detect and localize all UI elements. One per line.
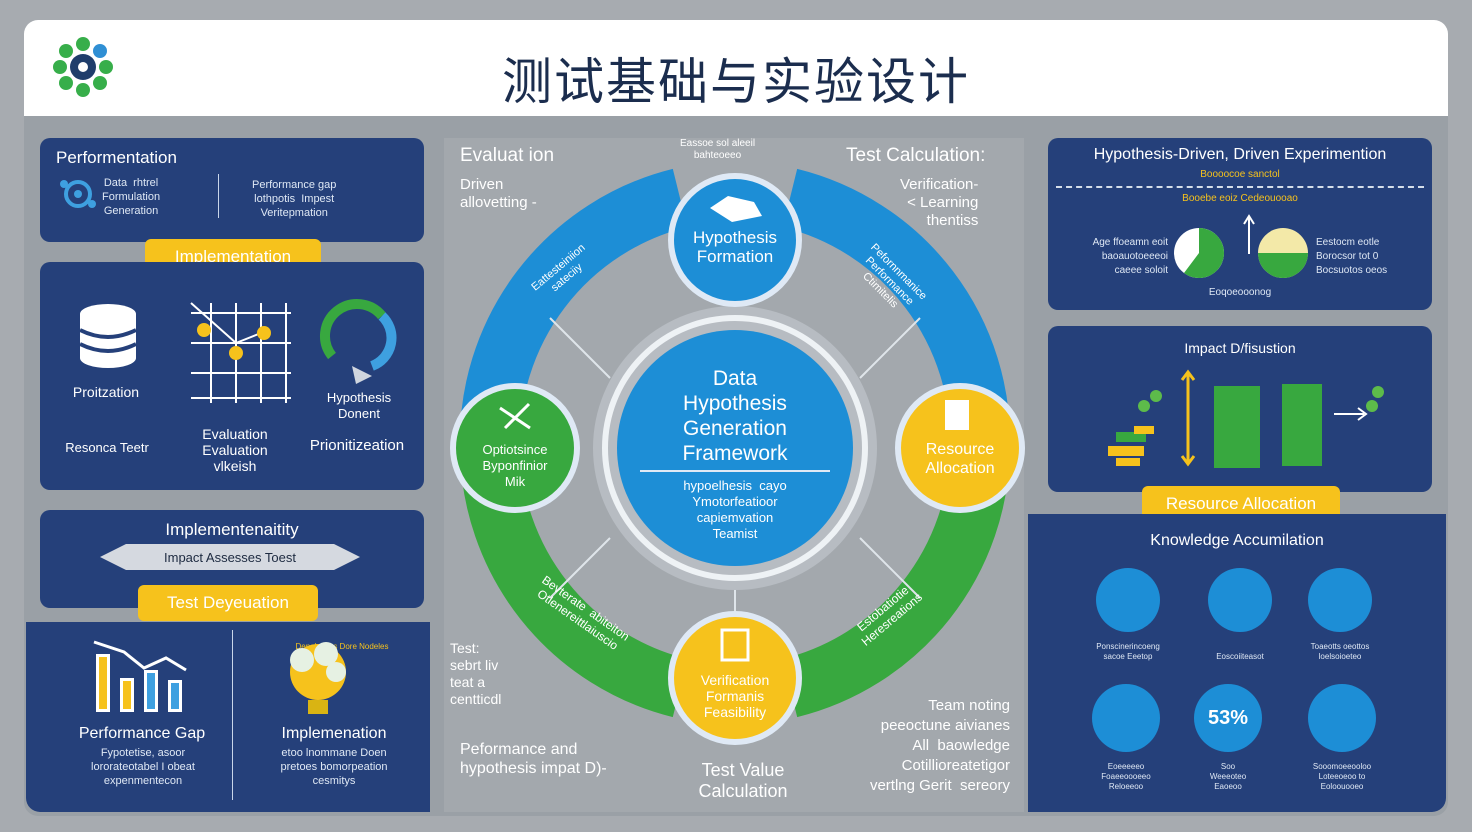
item-label: Proitzation [72,384,140,400]
top-small-text: Eassoe sol aleeil bahteoeeo [680,138,756,161]
left-text: Age ffoeamn eoit baoauotoeeeoi caeee sol… [1092,237,1168,276]
panel-text: Performance gap lothpotis Impest Veritep… [252,179,337,219]
left-panel-prioritization: Proitzation Hypothesis Donent Resonca Te… [40,262,424,490]
panel-title: Implementenaitity [165,520,299,539]
bottom-text: Eoqoeooonog [1208,287,1272,298]
left-panel-performentation: Performentation Data rhtrel Formulation … [40,138,424,242]
sub-label: Resonca Teetr [65,440,149,455]
panel-text: Data rhtrel Formulation Generation [102,177,161,217]
col-title: Performance Gap [78,725,206,742]
icon-caption: Soo Weeeoteo Eaoeoo [1209,762,1247,791]
node-hypothesis-formation: Hypothesis Formation [692,228,778,266]
panel-title: Performentation [56,148,177,167]
col-title: Implemenation [281,725,387,742]
network-grid-icon [190,302,291,403]
evaluation-text: Driven allovetting - [460,176,537,211]
core-title: Data Hypothesis Generation Framework [682,367,788,465]
left-panel-performance-gap: Performance Gap Fypotetise, asoor lorora… [26,622,430,812]
icon-caption: Sooomoeeooloo Loteeoeoo to Eoloouooeo [1312,762,1372,791]
panel-title: Knowledge Accumilation [1150,532,1324,549]
database-icon [79,304,137,368]
divider [218,174,219,218]
cycle-diagram [450,168,1025,745]
right-panel-experimention: Hypothesis-Driven, Driven Experimention … [1048,138,1432,310]
sub-label: Evaluation Evaluation vlkeish [202,426,268,474]
sub-label: Prionitizeation [309,437,405,454]
right-panel-impact: Impact D/fisustion [1048,326,1432,492]
panel-title: Hypothesis-Driven, Driven Experimention [1093,146,1387,163]
node-verification: Verification Formanis Feasibility [700,672,770,720]
test-value-calculation: Test Value Calculation [698,760,788,801]
icon-caption: Ponscinerincoeng sacoe Eeetop [1096,642,1160,661]
core-text: hypoelhesis cayo Ymotorfeatioor capiemva… [683,478,787,541]
percentage-value: 53% [1207,707,1249,729]
icon-caption: Eoeeeeeo Foaeeoooeeo Reloeeoo [1101,762,1151,791]
evaluation-title: Evaluat ion [460,145,555,166]
icon-caption: Toaeotts oeottos loelsoioeteo [1310,642,1370,661]
molecule-icon [1208,568,1272,632]
right-text: Eestocm eotle Borocsor tot 0 Bocsuotos o… [1316,237,1388,276]
document-icon [1308,568,1372,632]
arrow-tag-label: Impact Assesses Toest [164,550,296,565]
pie-slice [1184,228,1224,278]
pie-slice [1258,253,1308,278]
icon-caption: Eoscoiiteasot [1216,652,1264,661]
pie-chart [1258,228,1308,278]
bar-chart-icon [93,640,187,712]
header: 测试基础与实验设计 [24,20,1448,116]
divider [232,630,233,800]
col-text: etoo lnommane Doen pretoes bomorpeation … [280,747,388,787]
percentage-badge [1194,684,1262,752]
lightbulb-icon [290,642,346,714]
ship-icon [1092,684,1160,752]
left-panel-implementenaitity: Implementenaitity Impact Assesses Toest [40,510,424,608]
team-noting-text: Team noting peeoctune aivianes All baowl… [869,697,1010,794]
pie-chart [1174,228,1224,278]
arrow-tag [100,544,360,570]
col-text: Fypotetise, asoor lororateotabel I obeat… [91,747,195,787]
page-title: 测试基础与实验设计 [502,53,970,111]
panel-title: Impact D/fisustion [1184,340,1296,356]
performance-text: Peformance and hypothesis impat D)- [460,741,607,777]
sub-text: Booebe eoiz Cedeouooao [1182,193,1298,204]
divider [1056,186,1424,188]
node-resource-allocation: Resource Allocation [925,441,995,477]
item-label: Hypothesis Donent [326,390,392,421]
growth-chart-icon [1108,369,1384,468]
gear-network-icon [60,180,96,208]
sub-text: Boooocoe sanctol [1200,169,1280,180]
test-calculation-text: Verification- < Learning thentiss [900,176,979,229]
cycle-arrow-icon [320,299,397,384]
test-deyeuation-pill: Test Deyeuation [138,585,318,621]
node-left: Optiotsince Byponfinior Mik [482,442,548,489]
logo-icon [53,37,113,97]
test-calculation-title: Test Calculation: [846,145,986,166]
arrow-up-icon [1243,214,1255,254]
book-icon [1096,568,1160,632]
coins-icon [1308,684,1376,752]
test-text: Test: sebrt liv teat a centticdl [450,640,502,707]
right-panel-knowledge: Knowledge Accumilation Ponscinerincoeng … [1028,514,1446,812]
